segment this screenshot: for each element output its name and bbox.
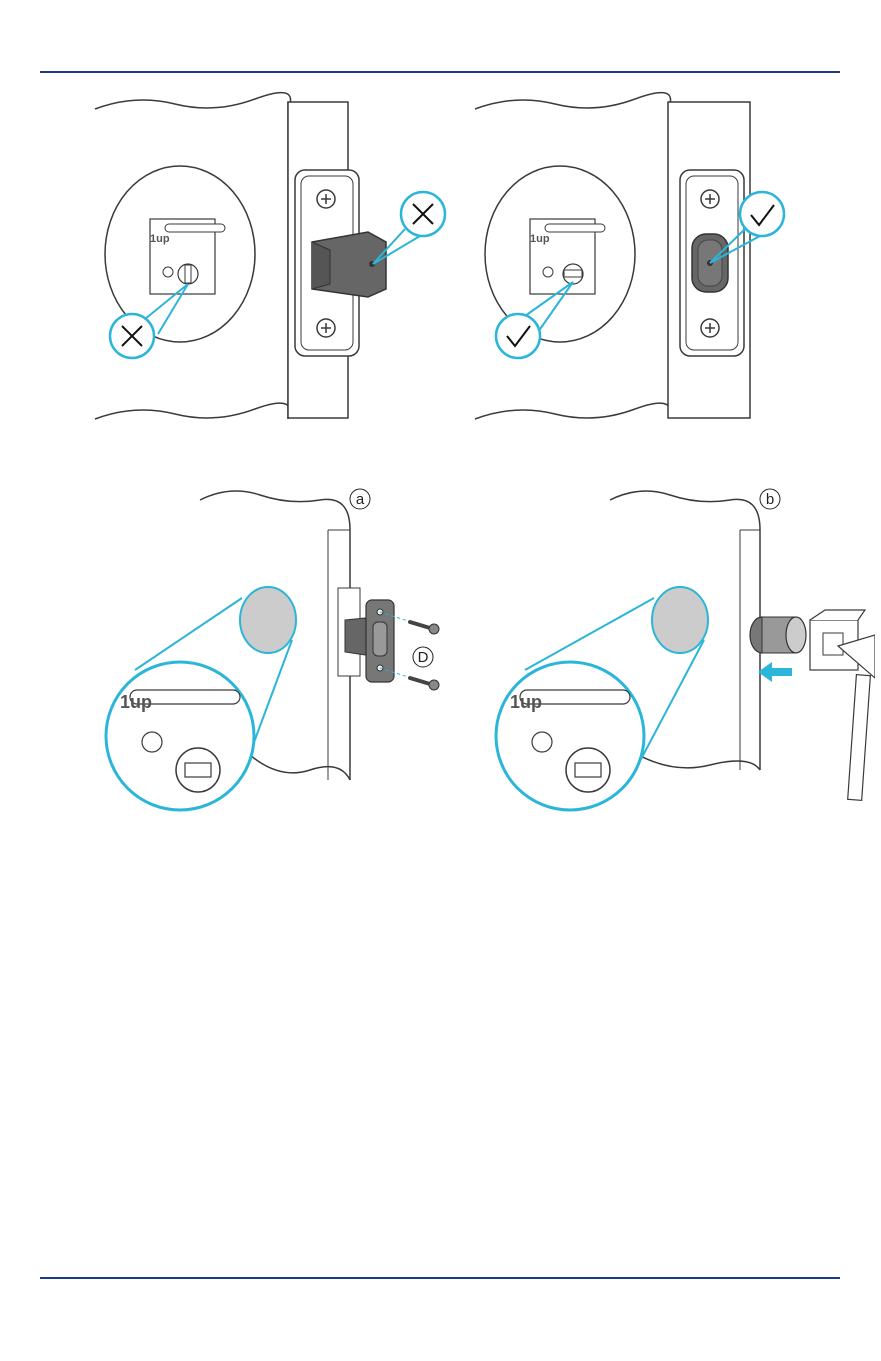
figure-step-b: b 1up [480,480,875,820]
latch-brand-text: 1up [530,233,550,245]
screw [410,678,439,690]
figure-incorrect-orientation: 1up [90,84,460,434]
latch-brand-text: 1up [120,692,152,712]
part-label-d: D [418,649,429,666]
figure-correct-orientation: 1up [470,84,840,434]
header-rule [40,71,840,73]
step-label-a: a [356,491,365,508]
figure-step-a: D a 1up [90,480,460,820]
step-label-b: b [766,491,774,508]
footer-rule [40,1277,840,1279]
arrow-left-icon [758,662,792,682]
latch-brand-text: 1up [150,233,170,245]
drive-in-latch [750,617,806,653]
latch-detail: 1up [530,219,605,294]
latch-detail: 1up [150,219,225,294]
screw [410,622,439,634]
latch-brand-text: 1up [510,692,542,712]
